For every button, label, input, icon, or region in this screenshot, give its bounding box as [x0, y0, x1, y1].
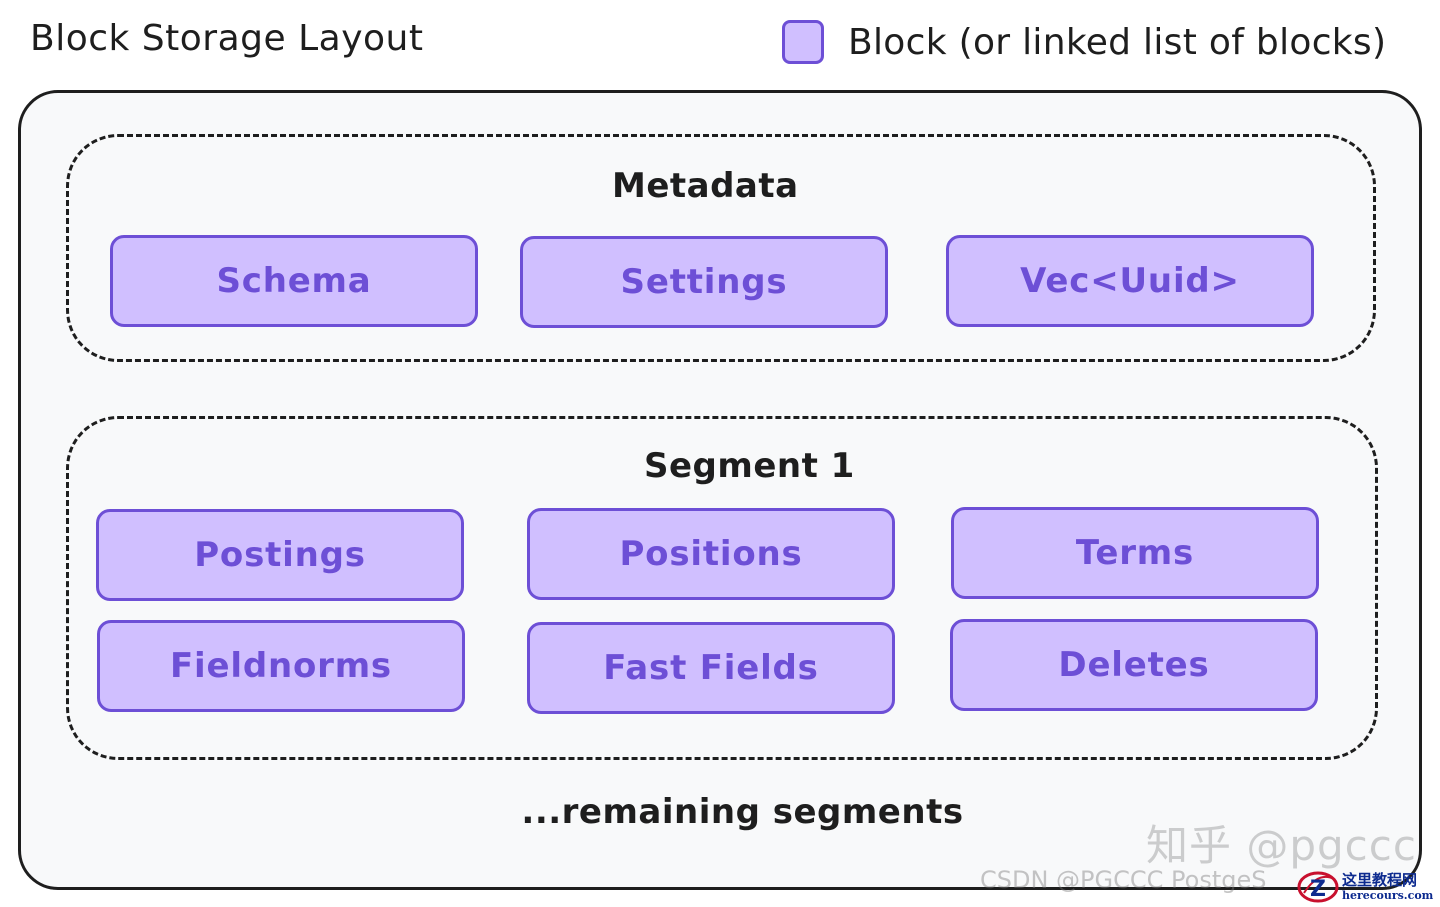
metadata-title: Metadata: [612, 166, 799, 206]
segment-group: [66, 416, 1378, 760]
metadata-group: [66, 134, 1376, 362]
svg-text:Z: Z: [1310, 877, 1326, 902]
legend: Block (or linked list of blocks): [782, 20, 1386, 64]
vec-uuid-block: Vec<Uuid>: [946, 235, 1314, 327]
remaining-segments-note: ...remaining segments: [521, 792, 964, 832]
csdn-watermark: CSDN @PGCCC PostgeS: [980, 866, 1267, 894]
site-logo-en: herecours.com: [1342, 889, 1434, 902]
storage-frame: [18, 90, 1422, 890]
fieldnorms-block: Fieldnorms: [97, 620, 465, 712]
fast-fields-block: Fast Fields: [527, 622, 895, 714]
settings-block: Settings: [520, 236, 888, 328]
terms-block: Terms: [951, 507, 1319, 599]
site-logo: Z 这里教程网 herecours.com: [1296, 866, 1440, 907]
diagram-title: Block Storage Layout: [30, 18, 424, 59]
deletes-block: Deletes: [950, 619, 1318, 711]
segment-title: Segment 1: [644, 446, 855, 486]
site-logo-icon: Z: [1297, 871, 1339, 902]
zhihu-watermark: 知乎 @pgccc: [1146, 821, 1417, 870]
schema-block: Schema: [110, 235, 478, 327]
postings-block: Postings: [96, 509, 464, 601]
site-logo-cn: 这里教程网: [1342, 871, 1418, 889]
positions-block: Positions: [527, 508, 895, 600]
legend-swatch: [782, 20, 824, 64]
legend-label: Block (or linked list of blocks): [848, 21, 1387, 63]
